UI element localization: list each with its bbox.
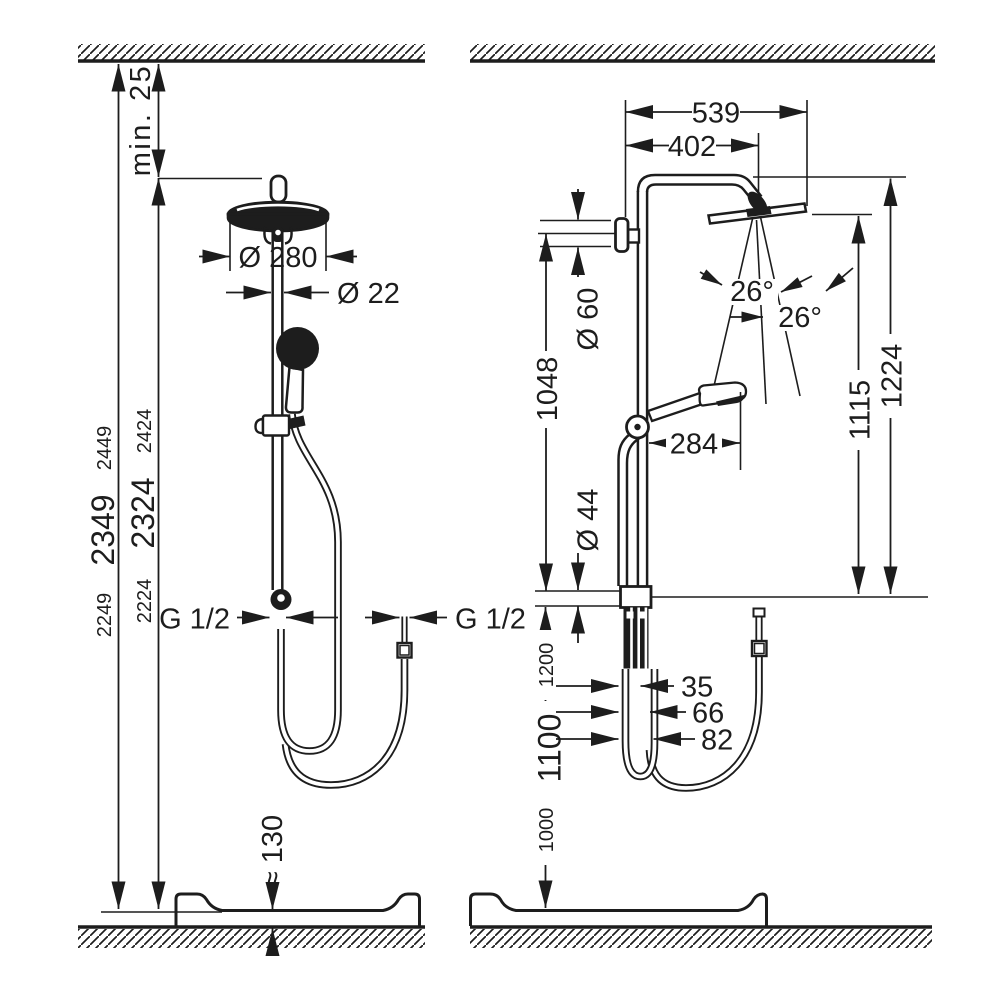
dim-total-height-middle: 2349 xyxy=(85,494,121,565)
slide-bar-holder xyxy=(254,414,306,437)
dim-spray-angle-right: 26° xyxy=(778,302,822,334)
dim-tray-height: ≈ 130 xyxy=(257,815,289,887)
dim-head-height: 1115 xyxy=(845,380,877,440)
ceiling-left xyxy=(78,44,425,63)
shower-arm xyxy=(636,173,763,204)
dim-column-height-top: 2424 xyxy=(134,409,156,454)
hose-outlet-joint xyxy=(270,589,292,610)
overhead-shower xyxy=(226,200,330,233)
dim-min-ceiling-gap: min. 25 xyxy=(125,64,157,177)
hand-shower-side xyxy=(625,381,748,440)
dim-hose-offset-66: 66 xyxy=(692,698,724,730)
valve-body xyxy=(619,585,653,609)
dim-total-height-top: 2449 xyxy=(94,426,116,471)
hose-loops-side xyxy=(621,657,763,792)
dim-mount-height-bottom: 1000 xyxy=(536,808,558,853)
hose-bundle xyxy=(623,607,649,669)
shower-tray-right xyxy=(469,892,768,926)
dim-arm-reach-total: 539 xyxy=(692,98,740,130)
dim-escutcheon-to-valve: 1048 xyxy=(532,357,564,422)
dim-arm-reach-pivot: 402 xyxy=(668,131,716,163)
shower-hose xyxy=(277,413,409,789)
dim-column-height-bottom: 2224 xyxy=(134,579,156,624)
dim-valve-diameter: Ø 44 xyxy=(573,489,605,552)
dim-hose-offset-82: 82 xyxy=(701,725,733,757)
dim-total-height-bottom: 2249 xyxy=(94,593,116,638)
dim-mount-height-middle: 1100 xyxy=(532,714,568,783)
hand-shower xyxy=(276,327,319,414)
floor-left xyxy=(78,925,425,948)
dim-mount-height-top: 1200 xyxy=(536,643,558,688)
dim-arm-height: 1224 xyxy=(877,344,909,409)
shower-column-front-view xyxy=(226,174,413,789)
dim-head-diameter: Ø 280 xyxy=(239,242,318,274)
dimensions-right-view: 539 402 26° 26° Ø 60 1048 Ø 44 284 1115 … xyxy=(529,97,928,908)
hose-end-fitting-side xyxy=(750,607,768,658)
overhead-shower-side xyxy=(707,191,808,225)
dim-escutcheon-diameter: Ø 60 xyxy=(573,288,605,351)
ceiling-right xyxy=(470,44,935,63)
dim-supply-thread: G 1/2 xyxy=(159,604,230,636)
dim-column-height-middle: 2324 xyxy=(125,477,161,548)
dim-pipe-diameter: Ø 22 xyxy=(337,278,400,310)
dimensions-left-view: min. 25 2449 2349 2249 2424 2324 2224 Ø … xyxy=(85,64,526,956)
shower-tray-left xyxy=(101,892,421,926)
dim-hose-thread: G 1/2 xyxy=(455,604,526,636)
dim-spray-angle-left: 26° xyxy=(730,276,774,308)
shower-column-side-view xyxy=(614,173,808,792)
hose-end-fitting xyxy=(396,616,413,659)
wall-bracket xyxy=(614,217,641,253)
floor-right xyxy=(470,925,932,948)
head-swivel-joint xyxy=(263,226,293,245)
dim-handshower-reach: 284 xyxy=(670,429,718,461)
ceiling-connector xyxy=(269,174,288,204)
dim-hose-offset-35: 35 xyxy=(681,672,713,704)
